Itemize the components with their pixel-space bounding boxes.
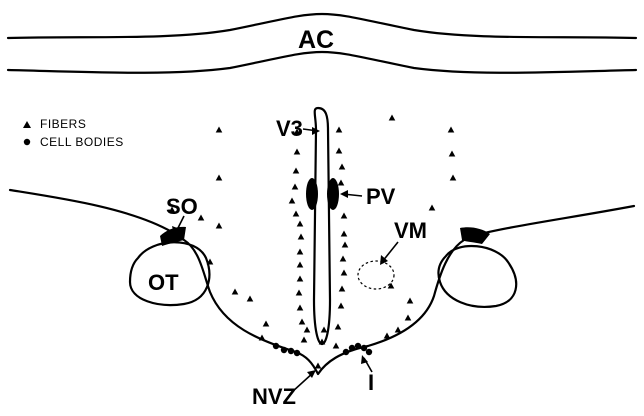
fiber-marker [341,270,348,276]
fiber-marker [216,223,223,229]
fiber-marker [335,324,342,330]
fiber-marker [297,305,304,311]
fiber-marker [296,290,303,296]
fiber-marker [299,319,306,325]
fiber-marker [216,127,223,133]
fiber-marker [297,249,304,255]
legend-cell-bodies-label: CELL BODIES [40,135,124,149]
hypothalamus-outline [10,190,634,374]
pv-arrowhead [340,190,348,198]
fiber-marker [292,184,299,190]
fiber-marker [198,215,205,221]
cell-body [349,345,355,351]
fiber-marker [339,286,346,292]
fiber-marker [449,151,456,157]
pv-nucleus-left [306,178,318,210]
v3-label: V3 [276,116,303,141]
vm-label: VM [394,218,427,243]
fiber-marker [338,303,345,309]
fiber-marker [321,327,328,333]
fiber-marker [339,164,346,170]
cell-body [288,348,294,354]
fiber-marker [384,333,391,339]
cell-body [361,345,367,351]
fiber-marker [389,115,396,121]
ac-lower-boundary [8,52,636,73]
fiber-marker [298,234,305,240]
fiber-marker [338,180,345,186]
fiber-marker [336,127,343,133]
ac-label: AC [298,26,334,54]
fiber-marker [247,296,254,302]
fiber-marker [341,213,348,219]
legend-fibers-label: FIBERS [40,117,86,131]
fiber-marker [342,242,349,248]
cell-body [366,349,372,355]
third-ventricle [314,108,330,344]
cell-body [281,347,287,353]
fiber-marker [263,321,270,327]
cell-body [273,343,279,349]
fiber-marker [289,198,296,204]
cell-body [355,343,361,349]
fiber-marker [395,327,402,333]
fiber-marker [340,256,347,262]
fiber-marker [405,315,412,321]
fiber-marker [407,298,414,304]
fiber-marker [429,205,436,211]
fiber-marker [293,168,300,174]
fiber-marker [304,327,311,333]
so-nucleus-right [460,227,490,244]
fiber-marker [294,149,301,155]
fiber-marker [293,211,300,217]
legend: FIBERS CELL BODIES [23,117,124,149]
cell-body [343,349,349,355]
pv-nucleus-right [327,178,339,210]
cell-body [294,350,300,356]
fiber-marker [450,175,457,181]
ot-label: OT [148,270,179,295]
fiber-marker [333,343,340,349]
fiber-marker [216,175,223,181]
nvz-label: NVZ [252,384,296,409]
fiber-marker [336,148,343,154]
fiber-legend-marker [23,121,31,128]
fiber-marker [232,289,239,295]
fiber-marker [448,127,455,133]
fiber-marker [297,276,304,282]
pv-label: PV [366,184,396,209]
cell-body-legend-marker [24,139,30,145]
fiber-marker [297,221,304,227]
fiber-marker [297,262,304,268]
fiber-marker [341,231,348,237]
i-label: I [368,370,374,395]
so-label: SO [166,194,198,219]
vm-nucleus [358,261,394,289]
fiber-marker [315,363,322,369]
fiber-marker [301,337,308,343]
